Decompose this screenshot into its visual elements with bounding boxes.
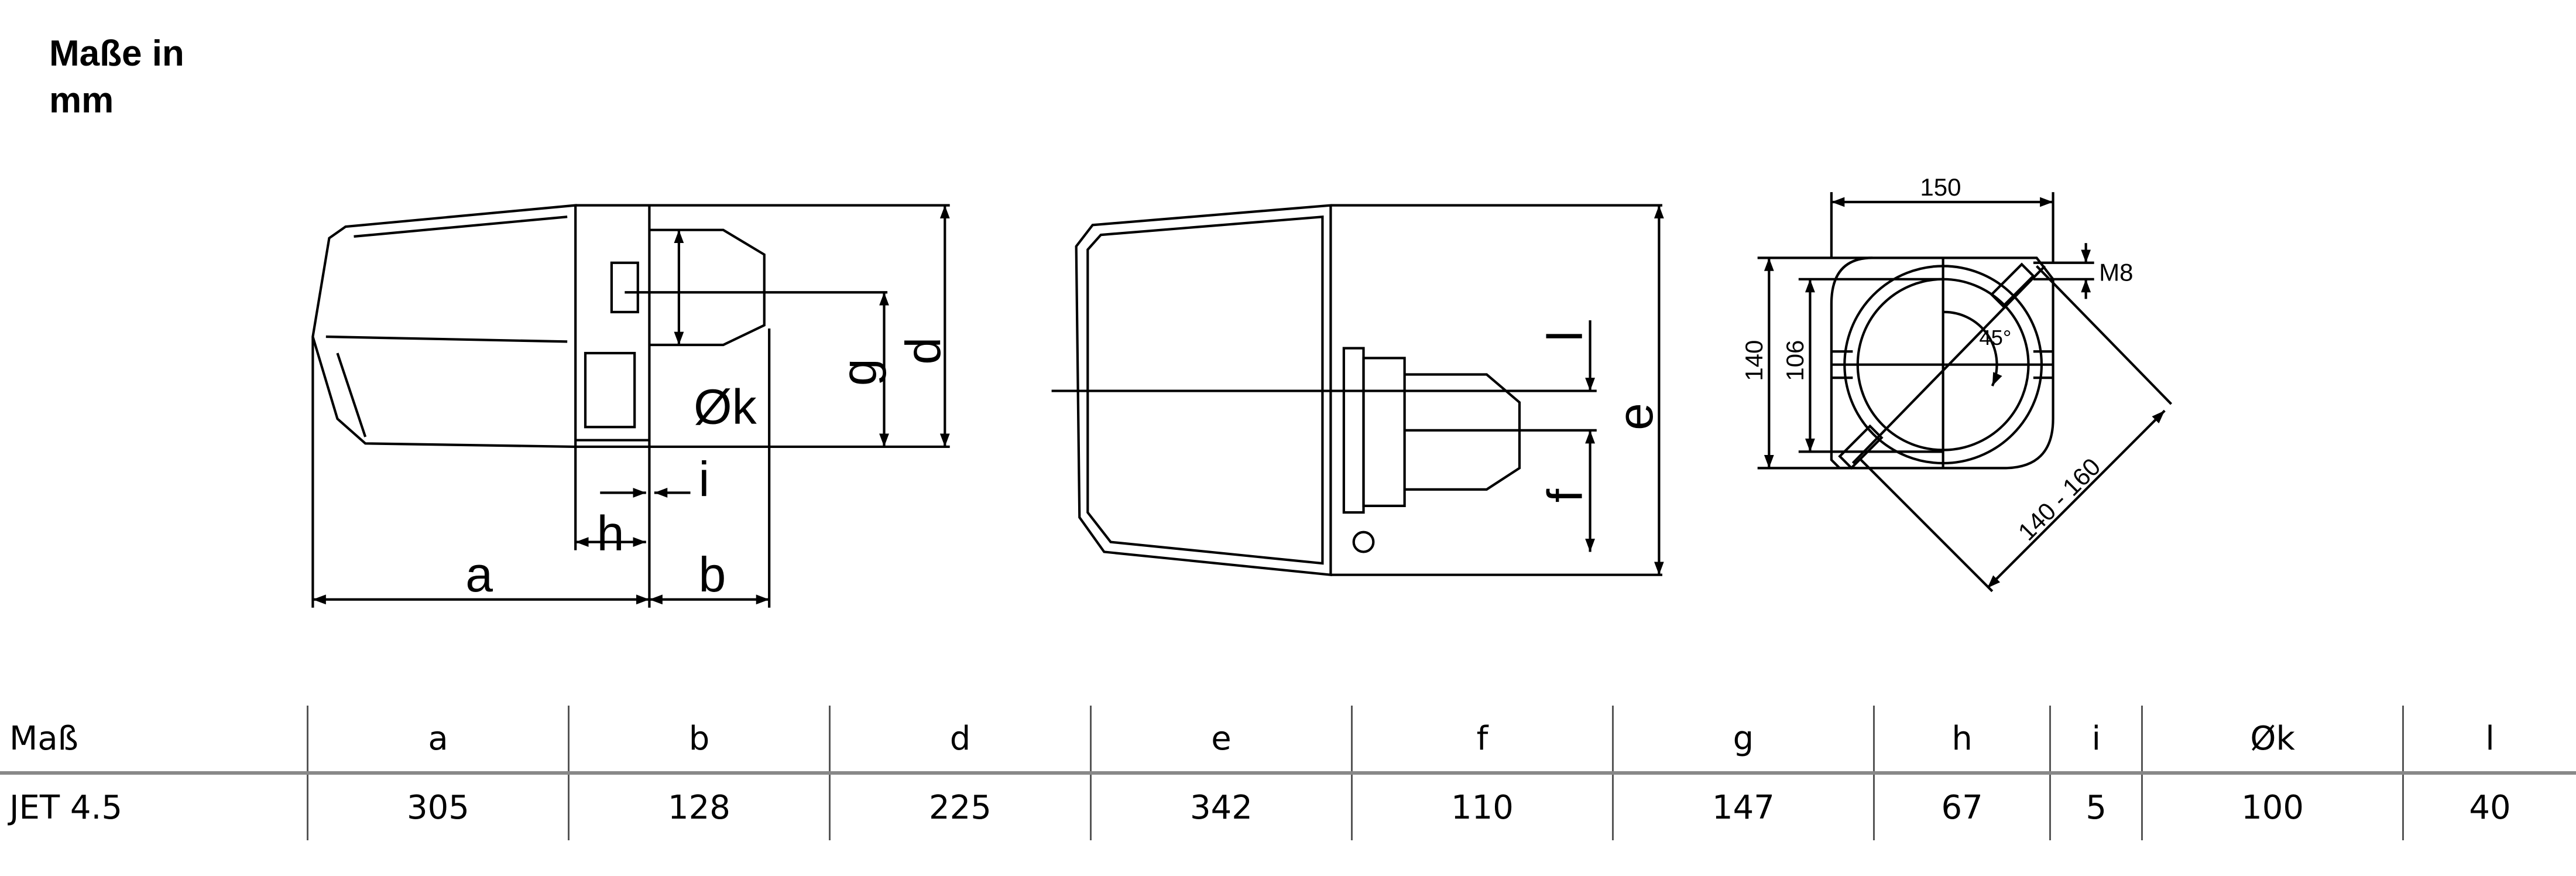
table-cell: 40	[2402, 773, 2576, 840]
label-150: 150	[1920, 173, 1961, 201]
label-a: a	[465, 547, 493, 602]
header-cell: e	[1089, 706, 1352, 775]
header-cell: f	[1350, 706, 1613, 775]
label-106: 106	[1781, 340, 1809, 381]
table-cell: 5	[2049, 773, 2142, 840]
header-cell: i	[2049, 706, 2142, 775]
table-cell: JET 4.5	[9, 788, 122, 827]
page-title: Maße in mm	[49, 33, 184, 121]
header-cell: b	[567, 706, 830, 775]
table-cell: 100	[2141, 773, 2403, 840]
table-cell: 225	[828, 773, 1091, 840]
header-cell: Maß	[0, 706, 308, 775]
dimension-table: Maß a b d e f g h i Øk l JET 4.5 305 128…	[0, 706, 2576, 840]
label-l: l	[1538, 331, 1593, 342]
flange-view	[1757, 192, 2173, 593]
label-140: 140	[1740, 340, 1768, 381]
header-cell: d	[828, 706, 1091, 775]
header-cell: Øk	[2141, 706, 2403, 775]
label-45: 45°	[1979, 326, 2011, 350]
front-view	[1051, 204, 1664, 577]
table-header-row: Maß a b d e f g h i Øk l	[0, 706, 2576, 775]
header-cell: a	[307, 706, 569, 775]
label-f: f	[1538, 488, 1593, 502]
label-i: i	[699, 451, 710, 507]
label-140-160: 140 - 160	[2013, 453, 2106, 546]
table-row: JET 4.5 305 128 225 342 110 147 67 5 100…	[0, 773, 2576, 840]
side-view	[311, 204, 950, 608]
label-h: h	[597, 506, 625, 561]
label-g: g	[831, 358, 886, 386]
label-b: b	[699, 547, 726, 602]
label-d: d	[896, 337, 951, 365]
header-cell: g	[1611, 706, 1874, 775]
table-cell: 305	[307, 773, 569, 840]
label-k: Øk	[694, 379, 757, 434]
table-cell: 128	[567, 773, 830, 840]
label-e: e	[1608, 403, 1663, 430]
table-cell: 67	[1872, 773, 2050, 840]
header-cell: h	[1872, 706, 2050, 775]
table-cell: 110	[1350, 773, 1613, 840]
header-cell: l	[2402, 706, 2576, 775]
table-cell: 342	[1089, 773, 1352, 840]
table-cell: 147	[1611, 773, 1874, 840]
dimension-drawing: a b h i Øk g d e f l 150 140 106 M8 45° …	[311, 173, 2173, 608]
label-m8: M8	[2099, 259, 2133, 286]
